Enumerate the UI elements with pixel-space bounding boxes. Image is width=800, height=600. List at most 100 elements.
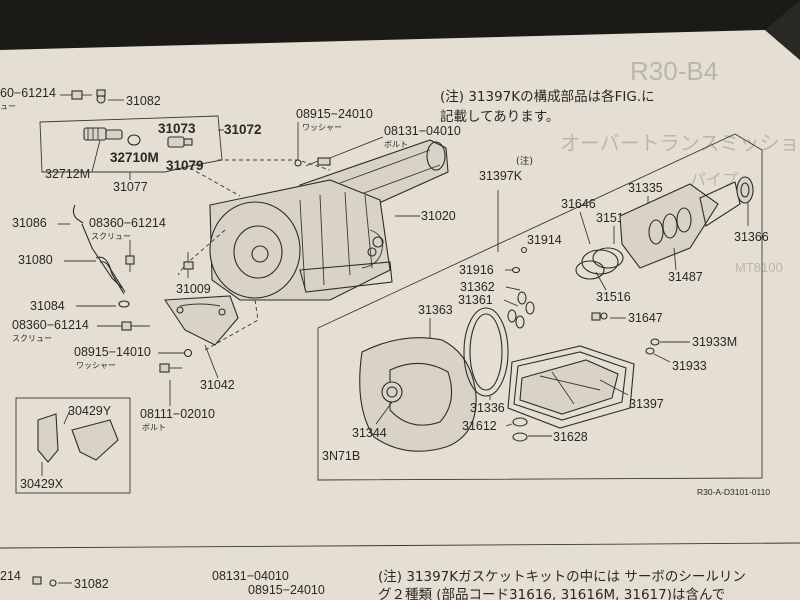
speedometer-pinion-icon <box>83 127 123 141</box>
label-31366: 31366 <box>734 230 769 244</box>
faded-header: R30-B4 オーバートランスミッション パイプ MT8100 <box>560 56 800 275</box>
next-screw-icon <box>32 576 57 587</box>
header-fragment-2: オーバートランスミッション <box>560 131 800 155</box>
clip-icon <box>96 89 106 104</box>
label-31072: 31072 <box>224 122 262 137</box>
label-31397k: 31397K <box>479 169 523 183</box>
kit-note-prefix: (注) <box>516 155 533 167</box>
label-31362: 31362 <box>460 280 495 294</box>
label-08360-61214-b: 08360−61214 <box>12 318 89 332</box>
label-31646: 31646 <box>561 197 596 211</box>
header-fragment-3: パイプ <box>690 170 738 189</box>
label-31647: 31647 <box>628 311 663 325</box>
drain-seal-icon <box>512 417 528 442</box>
bolt-icon-top <box>305 157 331 167</box>
catalog-page <box>0 30 800 600</box>
extension-gasket-icon <box>619 181 741 269</box>
label-31084: 31084 <box>30 299 65 313</box>
piston-seal-rings-icon <box>575 247 624 280</box>
label-31020: 31020 <box>421 209 456 223</box>
label-31073: 31073 <box>158 121 196 136</box>
label-31363: 31363 <box>418 303 453 317</box>
converter-housing-icon <box>359 337 477 452</box>
label-screw-2: スクリュー <box>12 334 52 343</box>
o-ring-icon-31933 <box>645 347 655 355</box>
label-08915-14010: 08915−14010 <box>74 345 151 359</box>
label-08131-04010: 08131−04010 <box>384 124 461 138</box>
sleeve-icon <box>167 136 193 148</box>
o-ring-icon-31916 <box>511 266 521 274</box>
label-32710m: 32710M <box>110 150 159 165</box>
label-31933: 31933 <box>672 359 707 373</box>
bolt-icon-31647 <box>591 312 608 321</box>
label-08360-61214-a: 08360−61214 <box>89 216 166 230</box>
label-31487: 31487 <box>668 270 703 284</box>
o-ring-icon-31933m <box>650 338 660 346</box>
label-08915-24010: 08915−24010 <box>296 107 373 121</box>
o-ring-icon <box>127 134 141 146</box>
label-31335: 31335 <box>628 181 663 195</box>
label-30429y: 30429Y <box>68 404 112 418</box>
label-31344: 31344 <box>352 426 387 440</box>
next-label-31082: 31082 <box>74 577 109 591</box>
label-31077: 31077 <box>113 180 148 194</box>
label-screw-top: ュー <box>0 102 16 111</box>
label-31612: 31612 <box>462 419 497 433</box>
label-30429x: 30429X <box>20 477 64 491</box>
bracket-group-30429: 30429Y 30429X <box>15 397 131 494</box>
rear-oil-seal-icon <box>736 176 754 204</box>
label-31933m: 31933M <box>692 335 737 349</box>
label-bolt-1: ボルト <box>384 140 408 149</box>
bolt-icon-31009 <box>183 252 194 270</box>
reference-code: R30-A-D3101-0110 <box>697 487 770 497</box>
screw-icon <box>71 90 92 100</box>
label-31516: 31516 <box>596 290 631 304</box>
label-32712m: 32712M <box>45 167 90 181</box>
label-31080: 31080 <box>18 253 53 267</box>
header-fragment-1: R30-B4 <box>630 56 718 86</box>
transmission-assembly <box>209 139 449 301</box>
label-31916: 31916 <box>459 263 494 277</box>
page-divider <box>0 542 800 549</box>
label-08111-02010: 08111−02010 <box>140 407 215 421</box>
label-31361: 31361 <box>458 293 493 307</box>
header-fragment-4: MT8100 <box>735 260 783 275</box>
next-note-line-2: グ２種類 (部品コード31616, 31616M, 31617)は含んで <box>378 587 725 600</box>
next-label-08131-04010: 08131−04010 <box>212 569 289 583</box>
label-screw-1: スクリュー <box>91 232 131 241</box>
label-31914: 31914 <box>527 233 562 247</box>
note-line-1: (注) 31397Kの構成部品は各FIG.に <box>440 89 655 105</box>
label-washer-1: ワッシャー <box>302 123 342 132</box>
bolt-icon-3 <box>159 363 182 373</box>
label-31042: 31042 <box>200 378 235 392</box>
group-31072: 31073 31072 32712M 32710M 31079 31077 <box>39 115 262 194</box>
label-31397: 31397 <box>629 397 664 411</box>
front-gasket-icon <box>463 307 509 397</box>
note-line-2: 記載してあります。 <box>440 108 559 125</box>
label-bolt-2: ボルト <box>142 423 166 432</box>
next-label-08915-24010: 08915−24010 <box>248 583 325 597</box>
servo-seal-rings-icon <box>507 291 535 329</box>
filler-tube-icon <box>95 256 126 295</box>
bolt-icon-2 <box>121 321 150 331</box>
washer-icon-2 <box>183 348 193 358</box>
o-ring-icon-2 <box>118 300 130 308</box>
label-31628: 31628 <box>553 430 588 444</box>
label-31336: 31336 <box>470 401 505 415</box>
label-31009: 31009 <box>176 282 211 296</box>
screw-icon-2 <box>125 255 135 272</box>
label-31082: 31082 <box>126 94 161 108</box>
label-31079: 31079 <box>166 158 204 173</box>
label-washer-2: ワッシャー <box>76 361 116 370</box>
label-60-61214: 60−61214 <box>0 86 56 100</box>
gasket-kit-box-31397k: (注) 31397K <box>317 133 763 481</box>
seal-icon-31914 <box>520 246 528 254</box>
next-label-214: 214 <box>0 569 21 583</box>
next-note-line-1: (注) 31397Kガスケットキットの中には サーボのシールリン <box>378 569 746 585</box>
bracket-31042-icon <box>164 295 239 346</box>
oil-pan-gasket-icon <box>507 345 635 429</box>
page-shadow <box>765 0 800 60</box>
label-model-3n71b: 3N71B <box>322 449 360 463</box>
label-31086: 31086 <box>12 216 47 230</box>
